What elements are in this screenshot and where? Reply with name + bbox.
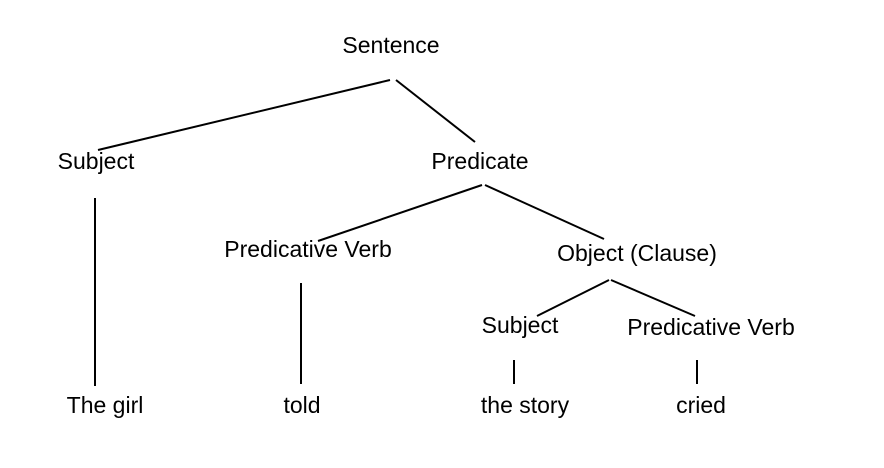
- edge-object-clause-subject: [536, 279, 610, 317]
- edge-predicate-predicative-verb: [317, 184, 483, 242]
- leaf-the-girl: The girl: [66, 392, 144, 418]
- node-object-clause: Object (Clause): [557, 240, 717, 266]
- leaf-the-story: the story: [480, 392, 570, 418]
- node-predicate: Predicate: [431, 148, 529, 174]
- node-clause-predicative-verb: Predicative Verb: [627, 314, 795, 340]
- edge-sentence-predicate: [395, 79, 476, 143]
- node-subject: Subject: [57, 148, 135, 174]
- edge-object-clause-predicative-verb: [610, 279, 696, 317]
- edge-sentence-subject: [97, 79, 391, 151]
- edge-predicate-object-clause: [484, 184, 605, 240]
- leaf-cried: cried: [676, 392, 726, 418]
- node-clause-subject: Subject: [481, 312, 559, 338]
- node-predicative-verb: Predicative Verb: [224, 236, 392, 262]
- leaf-told: told: [283, 392, 321, 418]
- node-sentence: Sentence: [342, 32, 440, 58]
